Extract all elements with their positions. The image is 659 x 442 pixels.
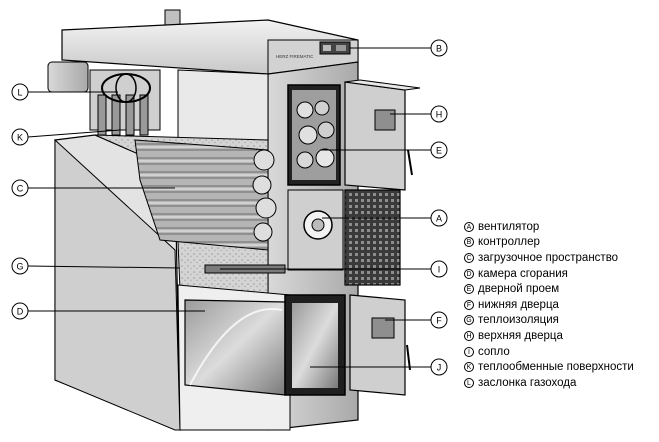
callout-line-g <box>27 265 181 269</box>
callout-letter-k: K <box>17 133 23 143</box>
legend-label: загрузочное пространство <box>478 251 619 264</box>
legend-key-l: L <box>464 377 474 388</box>
callout-line-k <box>27 129 121 138</box>
door-opening <box>287 84 341 186</box>
legend-key-e: E <box>464 284 474 295</box>
legend-label: камера сгорания <box>478 267 568 280</box>
callout-marker-g <box>11 257 29 275</box>
legend-key-g: G <box>464 315 474 326</box>
callout-marker-h <box>430 105 448 123</box>
legend-label: теплоизоляция <box>478 314 559 327</box>
legend-key-a: A <box>464 221 474 232</box>
legend-label: нижняя дверца <box>478 298 559 311</box>
legend-label: верхняя дверца <box>478 329 563 342</box>
callout-marker-j <box>430 358 448 376</box>
flue-pipe <box>47 9 181 93</box>
lower-door-opening <box>284 294 346 396</box>
legend-label: сопло <box>478 345 510 358</box>
lower-door <box>349 294 411 396</box>
legend-key-f: F <box>464 299 474 310</box>
callout-marker-i <box>430 260 448 278</box>
legend-label: вентилятор <box>478 220 540 233</box>
callout-marker-b <box>430 39 448 57</box>
callout-marker-d <box>11 302 29 320</box>
loading-chamber-logs <box>134 139 277 251</box>
callout-letter-e: E <box>436 146 442 156</box>
legend-label: теплообменные поверхности <box>478 361 634 374</box>
callout-marker-a <box>430 209 448 227</box>
callout-letter-a: A <box>436 214 442 224</box>
callout-letter-d: D <box>17 307 24 317</box>
svg-text:HERZ FIREMATIC: HERZ FIREMATIC <box>276 54 314 59</box>
legend-label: заслонка газохода <box>478 376 577 389</box>
upper-door <box>344 79 421 191</box>
callout-letter-j: J <box>437 363 442 373</box>
callout-marker-k <box>11 128 29 146</box>
callout-letter-b: B <box>436 44 442 54</box>
callout-letter-l: L <box>17 88 22 98</box>
legend-key-b: B <box>464 237 474 248</box>
callout-marker-c <box>11 179 29 197</box>
callout-letter-g: G <box>16 262 23 272</box>
callout-group: A B C D E F G H I K L J <box>11 39 448 376</box>
callout-marker-e <box>430 141 448 159</box>
legend-key-c: C <box>464 252 474 263</box>
legend-key-d: D <box>464 268 474 279</box>
legend-label: контроллер <box>478 236 540 249</box>
legend-key-i: I <box>464 346 474 357</box>
legend-key-k: K <box>464 362 474 373</box>
callout-letter-i: I <box>438 265 441 275</box>
callout-marker-l <box>11 83 29 101</box>
legend-key-h: H <box>464 330 474 341</box>
callout-marker-f <box>430 311 448 329</box>
top-casing: HERZ FIREMATIC <box>61 19 359 75</box>
callout-letter-h: H <box>436 110 443 120</box>
combustion-chamber <box>184 299 286 396</box>
callout-letter-f: F <box>436 316 442 326</box>
callout-letter-c: C <box>17 184 24 194</box>
legend-label: дверной проем <box>478 283 560 296</box>
heat-exchanger <box>89 69 161 136</box>
